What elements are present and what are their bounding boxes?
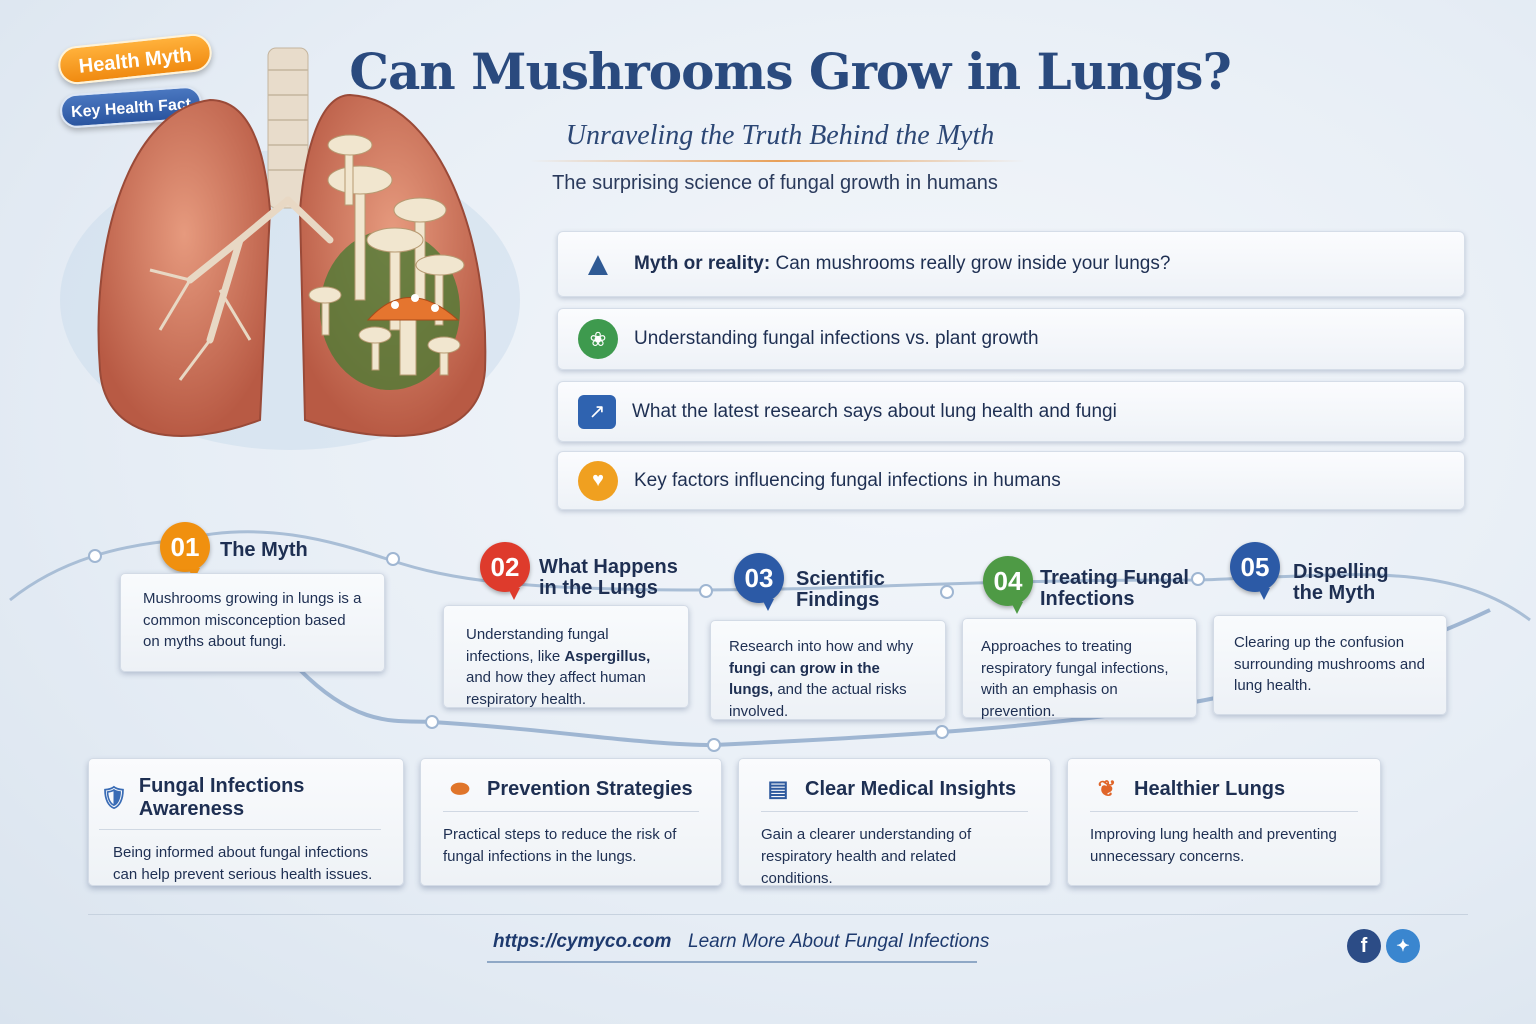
- step-title: What Happens in the Lungs: [539, 556, 678, 599]
- step-card: Mushrooms growing in lungs is a common m…: [120, 573, 385, 672]
- feature-label: Understanding fungal infections vs. plan…: [634, 328, 1039, 349]
- page-subtitle: Unraveling the Truth Behind the Myth: [565, 120, 995, 151]
- step-title: The Myth: [220, 539, 308, 561]
- step-text-bold: fungi can grow in the lungs,: [729, 659, 880, 699]
- feature-key-factors[interactable]: ♥ Key factors influencing fungal infecti…: [557, 451, 1465, 510]
- step-card: Clearing up the confusion surrounding mu…: [1213, 615, 1447, 715]
- benefit-card: ❦ Healthier Lungs Improving lung health a…: [1067, 758, 1381, 886]
- step-title: Treating Fungal Infections: [1040, 567, 1189, 610]
- feature-label: Key factors influencing fungal infection…: [634, 469, 1061, 491]
- feature-latest-research[interactable]: ↗ What the latest research says about lu…: [557, 381, 1465, 442]
- step-number-03: 03: [734, 553, 784, 611]
- benefit-title: Fungal Infections Awareness: [138, 775, 305, 820]
- lungs-icon: ❦: [1097, 776, 1117, 801]
- step-text: Research into how and why: [729, 638, 914, 655]
- feature-label: Can mushrooms really grow inside your lu…: [770, 253, 1171, 274]
- step-card: Research into how and why fungi can grow…: [710, 620, 946, 720]
- step-title: Scientific Findings: [796, 568, 885, 611]
- step-card: Understanding fungal infections, like As…: [443, 605, 689, 708]
- trend-chart-icon: ↗: [578, 394, 616, 429]
- benefit-text: Improving lung health and preventing unn…: [1090, 826, 1337, 865]
- learn-more-link[interactable]: Learn More About Fungal Infections: [688, 931, 990, 952]
- step-text-bold: Aspergillus,: [564, 647, 651, 665]
- benefit-text: Being informed about fungal infections c…: [113, 844, 373, 883]
- page-title: Can Mushrooms Grow in Lungs?: [349, 42, 1232, 101]
- step-number-02: 02: [480, 542, 530, 600]
- tagline: The surprising science of fungal growth …: [552, 172, 998, 194]
- facebook-icon[interactable]: f: [1347, 929, 1381, 963]
- pill-icon: ⬬: [450, 776, 470, 801]
- document-icon: ▤: [767, 776, 789, 801]
- shield-heart-icon: 🛡: [99, 785, 128, 810]
- step-card: Approaches to treating respiratory funga…: [962, 618, 1197, 720]
- benefit-title: Prevention Strategies: [487, 777, 693, 800]
- feature-text: Myth or reality: Can mushrooms really gr…: [634, 253, 1170, 275]
- subtitle-divider: [530, 160, 1025, 162]
- step-title: Dispelling the Myth: [1293, 561, 1389, 604]
- step-text: Understanding fungal infections, like: [466, 626, 609, 665]
- footer-link-underline: [487, 961, 977, 963]
- benefit-card: 🛡 Fungal Infections Awareness Being infor…: [88, 758, 404, 886]
- feature-bold: Myth or reality:: [634, 253, 771, 274]
- benefit-card: ▤ Clear Medical Insights Gain a clearer u…: [738, 758, 1051, 887]
- feature-fungal-vs-plant[interactable]: ❀ Understanding fungal infections vs. pl…: [557, 308, 1465, 370]
- step-text: and the actual risks involved.: [729, 681, 907, 720]
- location-pin-icon: ♥: [578, 460, 618, 501]
- twitter-icon[interactable]: ✦: [1386, 929, 1420, 963]
- feature-label: What the latest research says about lung…: [632, 400, 1117, 422]
- footer-divider: [88, 914, 1468, 915]
- benefit-title: Healthier Lungs: [1134, 777, 1286, 800]
- step-number-01: 01: [160, 522, 210, 580]
- benefit-title: Clear Medical Insights: [805, 777, 1017, 800]
- mushroom-icon: ▲: [581, 244, 615, 283]
- plant-icon: ❀: [578, 319, 618, 359]
- benefit-card: ⬬ Prevention Strategies Practical steps t…: [420, 758, 722, 886]
- step-number-05: 05: [1230, 542, 1280, 600]
- step-number-04: 04: [983, 556, 1033, 614]
- benefit-text: Practical steps to reduce the risk of fu…: [443, 826, 677, 865]
- lungs-mushroom-illustration: [60, 47, 520, 450]
- footer-url-link[interactable]: https://cymyco.com: [493, 931, 672, 952]
- feature-myth-or-reality[interactable]: ▲ Myth or reality: Can mushrooms really …: [557, 231, 1465, 297]
- step-text: and how they affect human respiratory he…: [466, 669, 646, 708]
- benefit-text: Gain a clearer understanding of respirat…: [761, 826, 972, 887]
